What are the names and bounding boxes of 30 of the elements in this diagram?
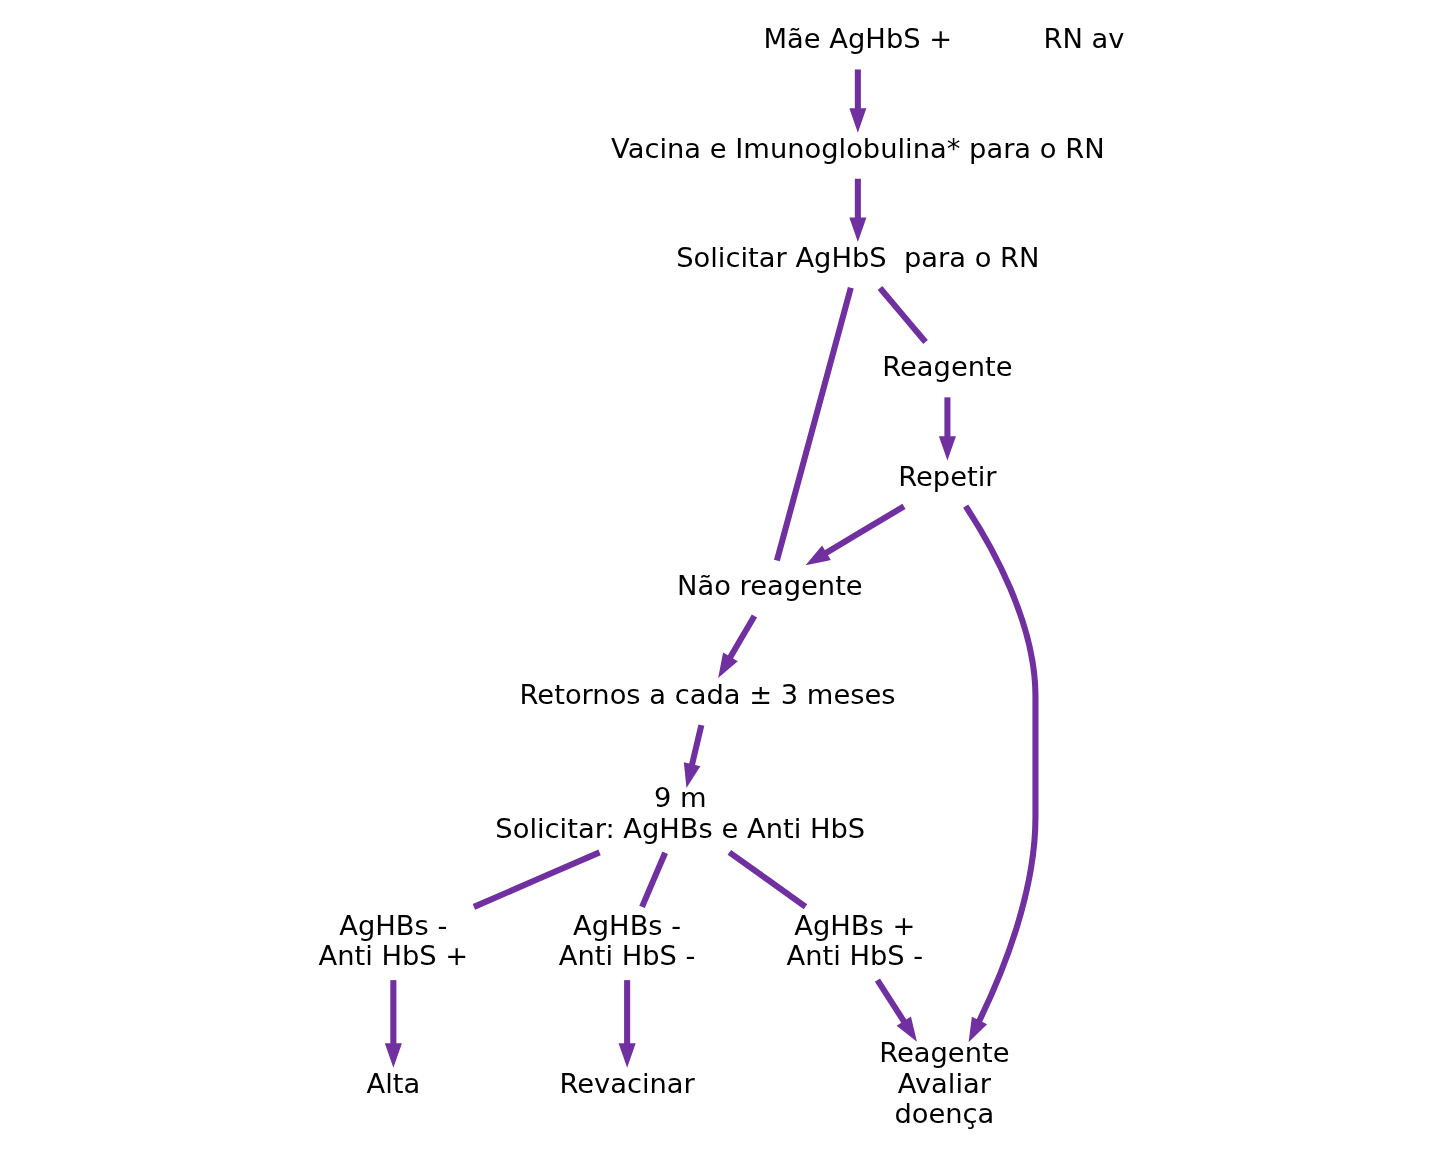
label: RN av	[1043, 23, 1125, 55]
connector	[638, 851, 668, 909]
arrow	[805, 503, 906, 566]
connector	[472, 849, 601, 910]
arrow	[962, 504, 1038, 1043]
node-text: Alta	[366, 1067, 420, 1099]
connector	[773, 287, 854, 562]
node-text: Solicitar AgHbS para o RN	[675, 241, 1040, 273]
arrow	[874, 978, 917, 1042]
connector	[877, 286, 928, 345]
arrow	[683, 724, 704, 788]
node-text: Não reagente	[676, 569, 863, 601]
arrow	[384, 980, 402, 1068]
arrow	[618, 980, 636, 1068]
node-text: Revacinar	[558, 1067, 695, 1099]
arrow	[848, 69, 866, 133]
node-text: Reagente	[881, 351, 1013, 383]
connector	[727, 849, 807, 910]
node-text: AgHBs + Anti HbS -	[785, 909, 923, 972]
node-text: Repetir	[897, 460, 997, 492]
arrow	[848, 178, 866, 242]
node-text: AgHBs - Anti HbS +	[317, 909, 468, 972]
node-text: Mãe AgHbS +	[763, 23, 952, 55]
node-text: 9 m Solicitar: AgHBs e Anti HbS	[494, 782, 865, 844]
arrow	[938, 397, 956, 461]
node-text: Vacina e Imunoglobulina* para o RN	[610, 132, 1105, 164]
arrow	[717, 614, 757, 678]
node-text: Retornos a cada ± 3 meses	[519, 679, 896, 711]
node-text: Reagente Avaliar doença	[878, 1037, 1010, 1130]
node-text: AgHBs - Anti HbS -	[558, 909, 695, 972]
